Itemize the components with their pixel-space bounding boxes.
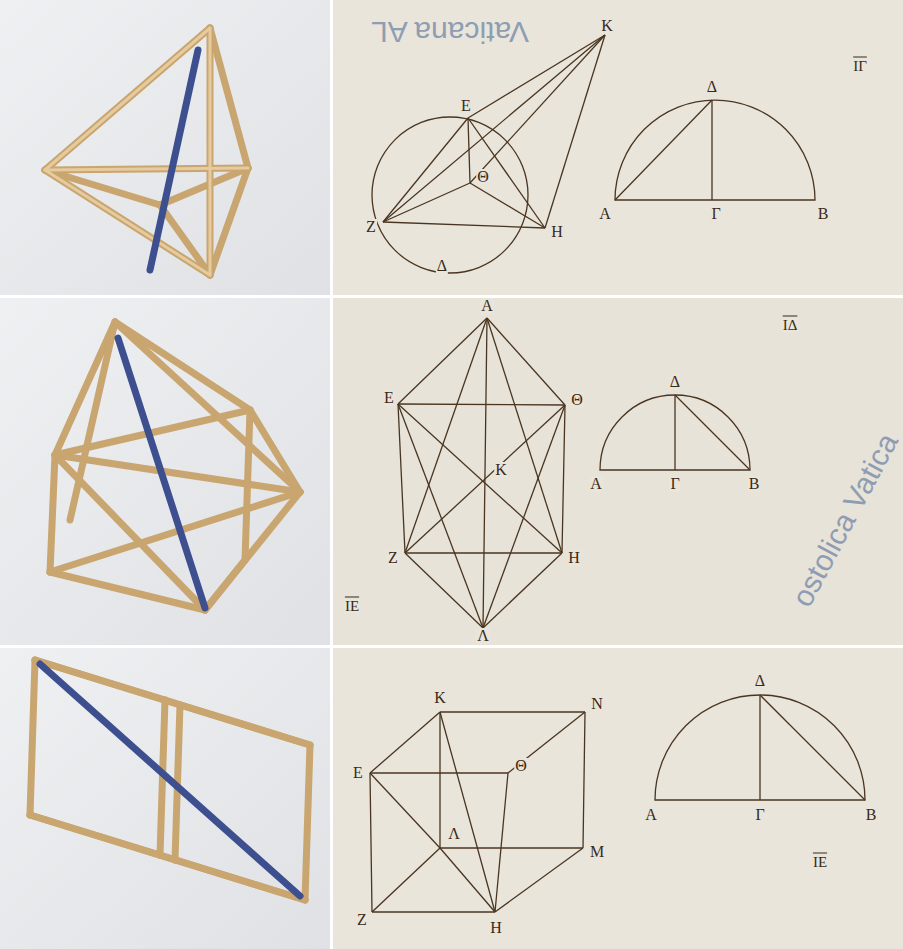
point-label: Θ xyxy=(476,169,490,185)
point-label: Α xyxy=(589,476,603,492)
point-label: Β xyxy=(748,476,761,492)
point-label: Δ xyxy=(436,258,448,274)
figure-number: ΙΔ xyxy=(782,318,799,333)
point-label: Α xyxy=(598,206,612,222)
manuscript-panel xyxy=(333,298,903,645)
point-label: Γ xyxy=(710,206,721,222)
figure-number: ΙΕ xyxy=(812,855,828,870)
point-label: Ζ xyxy=(356,912,368,928)
stick-models xyxy=(30,28,310,900)
point-label: Ε xyxy=(383,390,395,406)
photo-panel xyxy=(0,298,330,645)
point-label: Γ xyxy=(669,476,680,492)
point-label: Δ xyxy=(754,673,766,689)
point-label: Θ xyxy=(514,758,528,774)
point-label: Η xyxy=(550,224,564,240)
point-label: Ζ xyxy=(387,550,399,566)
point-label: Β xyxy=(817,206,830,222)
figure-number: ΙΓ xyxy=(852,59,868,74)
point-label: Δ xyxy=(706,79,718,95)
point-label: Μ xyxy=(589,844,605,860)
point-label: Β xyxy=(865,807,878,823)
point-label: Ε xyxy=(352,765,364,781)
point-label: Ζ xyxy=(365,219,377,235)
point-label: Κ xyxy=(494,462,508,478)
point-label: Ε xyxy=(460,98,472,114)
point-label: Η xyxy=(489,920,503,936)
watermark: Vaticana AL xyxy=(370,17,530,47)
point-label: Γ xyxy=(754,807,765,823)
figure-number: ΙΕ xyxy=(344,599,360,614)
manuscript-panel xyxy=(333,648,903,949)
point-label: Ν xyxy=(590,696,604,712)
point-label: Λ xyxy=(476,628,490,644)
point-label: Α xyxy=(480,298,494,314)
point-label: Κ xyxy=(433,690,447,706)
point-label: Κ xyxy=(600,18,614,34)
point-label: Δ xyxy=(669,374,681,390)
manuscript-figures xyxy=(370,35,865,912)
point-label: Α xyxy=(644,807,658,823)
manuscript-panel xyxy=(333,0,903,295)
point-label: Θ xyxy=(570,392,584,408)
photo-panel xyxy=(0,0,330,295)
photo-panel xyxy=(0,648,330,949)
point-label: Η xyxy=(567,550,581,566)
point-label: Λ xyxy=(447,826,461,842)
